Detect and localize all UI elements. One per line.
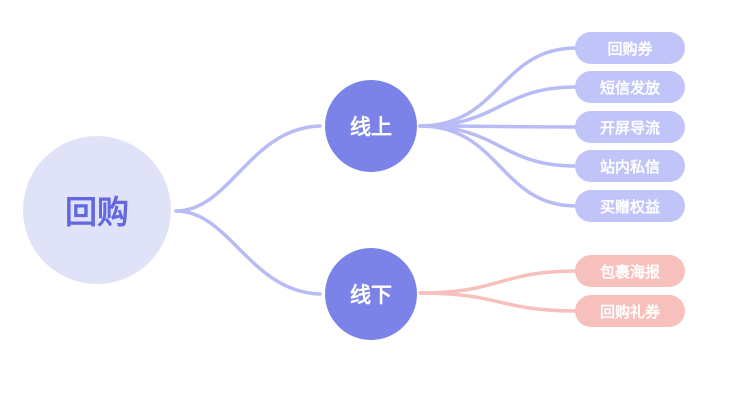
leaf-node: 买赠权益: [575, 190, 685, 222]
connector-online-leaf: [418, 85, 578, 128]
leaf-node: 站内私信: [575, 150, 685, 182]
connector-offline-leaf: [418, 291, 578, 313]
leaf-node: 回购券: [575, 32, 685, 64]
leaf-node: 短信发放: [575, 71, 685, 103]
branch-node-online: 线上: [325, 80, 417, 172]
connector-root-offline: [174, 209, 322, 296]
connector-online-leaf: [418, 124, 578, 168]
root-node: 回购: [23, 136, 171, 284]
leaf-node: 包裹海报: [575, 255, 685, 287]
connector-root-online: [174, 124, 322, 213]
leaf-node: 回购礼券: [575, 295, 685, 327]
branch-node-offline: 线下: [325, 248, 417, 340]
connector-offline-leaf: [418, 269, 578, 295]
leaf-node: 开屏导流: [575, 111, 685, 143]
connector-online-leaf: [418, 124, 578, 208]
